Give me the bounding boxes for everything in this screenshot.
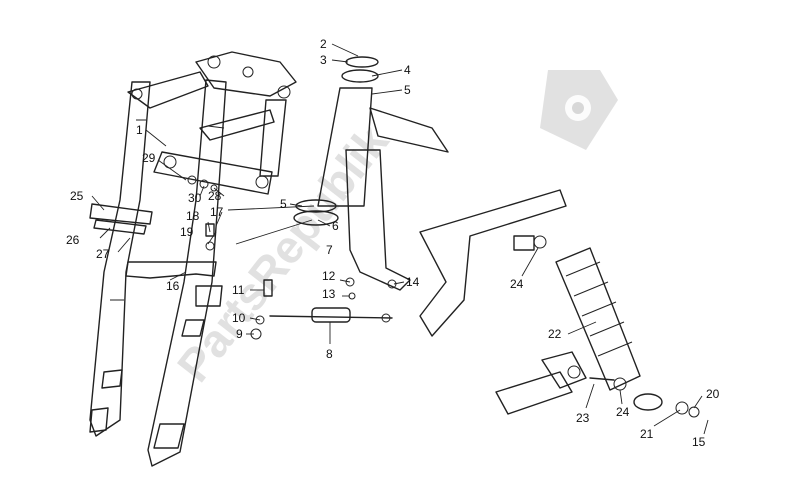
- callout-2: 2: [320, 37, 327, 51]
- callout-23: 23: [576, 411, 590, 425]
- callout-1: 1: [136, 123, 143, 137]
- callout-3: 3: [320, 53, 327, 67]
- callout-15: 15: [692, 435, 706, 449]
- callout-12: 12: [322, 269, 336, 283]
- callout-21: 21: [640, 427, 654, 441]
- callout-26: 26: [66, 233, 80, 247]
- callout-20: 20: [706, 387, 720, 401]
- callout-24b: 24: [616, 405, 630, 419]
- callout-6: 6: [332, 219, 339, 233]
- callout-5b: 5: [280, 197, 287, 211]
- callout-8: 8: [326, 347, 333, 361]
- callout-19: 19: [180, 225, 194, 239]
- front-fork-assembly: [89, 51, 297, 467]
- callout-10: 10: [232, 311, 246, 325]
- steering-head-assembly: [250, 56, 449, 340]
- callout-7: 7: [326, 243, 333, 257]
- callout-11: 11: [232, 283, 245, 297]
- callout-16: 16: [166, 279, 180, 293]
- callout-14: 14: [406, 275, 420, 289]
- watermark-text: PartsRepublik: [167, 115, 399, 391]
- callout-17: 17: [210, 205, 224, 219]
- callout-28: 28: [208, 189, 222, 203]
- callout-13: 13: [322, 287, 336, 301]
- callout-5a: 5: [404, 83, 411, 97]
- callouts: 1 2 3 4 5 5 6 7 8 9 10 11 12 13 14 15 16…: [66, 37, 720, 449]
- watermark: PartsRepublik: [167, 70, 618, 391]
- callout-29: 29: [142, 151, 156, 165]
- callout-18: 18: [186, 209, 200, 223]
- callout-22: 22: [548, 327, 562, 341]
- leader-lines: [91, 43, 709, 435]
- callout-24a: 24: [510, 277, 524, 291]
- gear-icon: [540, 70, 618, 150]
- rear-suspension-assembly: [419, 189, 700, 418]
- callout-30: 30: [188, 191, 202, 205]
- callout-27: 27: [96, 247, 110, 261]
- callout-25: 25: [70, 189, 84, 203]
- callout-4: 4: [404, 63, 411, 77]
- callout-9: 9: [236, 327, 243, 341]
